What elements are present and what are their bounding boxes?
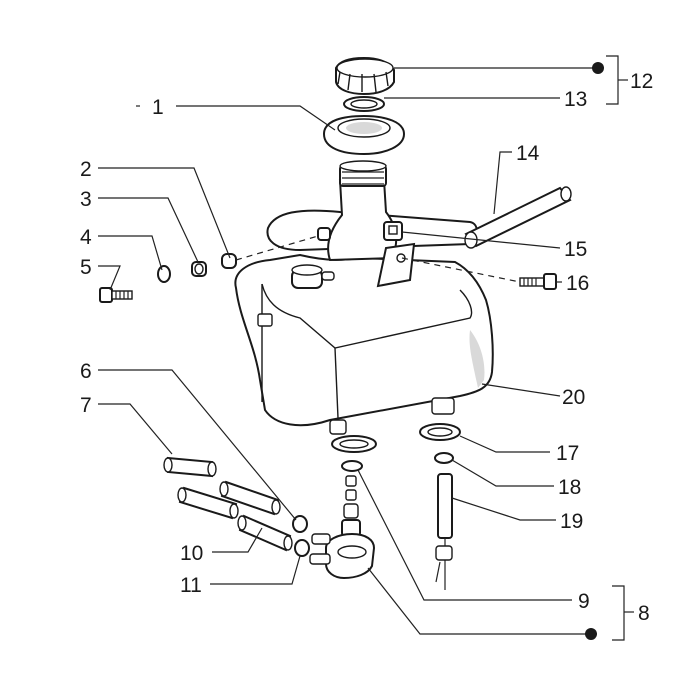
callout-11: 11 [180, 574, 202, 597]
callout-13: 13 [564, 88, 587, 111]
callout-9: 9 [578, 590, 590, 613]
callout-labels: 1 2 3 4 5 6 7 8 9 10 11 12 13 14 15 16 1… [80, 70, 653, 625]
mounting-bracket [376, 242, 416, 288]
callout-4: 4 [80, 226, 92, 249]
clip-15 [383, 221, 403, 241]
reference-dot-12 [592, 62, 604, 74]
vent-nipple [291, 264, 335, 289]
left-fasteners [99, 227, 331, 303]
callout-17: 17 [556, 442, 579, 465]
cap-seal [343, 96, 385, 112]
callout-7: 7 [80, 394, 92, 417]
callout-6: 6 [80, 360, 92, 383]
reference-dot-8 [585, 628, 597, 640]
bolt-16 [519, 273, 557, 290]
callout-12: 12 [630, 70, 653, 93]
callout-2: 2 [80, 158, 92, 181]
hose-clamps [292, 515, 310, 557]
filler-gasket [322, 114, 406, 156]
level-sender [419, 423, 461, 590]
callout-20: 20 [562, 386, 585, 409]
callout-18: 18 [558, 476, 581, 499]
filler-neck [327, 160, 398, 262]
vent-hose [464, 186, 572, 249]
callout-19: 19 [560, 510, 583, 533]
fuel-cap [335, 56, 395, 96]
callout-10: 10 [180, 542, 203, 565]
callout-3: 3 [80, 188, 92, 211]
fuel-hoses [163, 456, 293, 552]
callout-15: 15 [564, 238, 587, 261]
leader-lines [98, 55, 634, 641]
callout-16: 16 [566, 272, 589, 295]
callout-1: 1 [152, 96, 164, 119]
callout-5: 5 [80, 256, 92, 279]
callout-14: 14 [516, 142, 540, 165]
callout-8: 8 [638, 602, 650, 625]
fuel-tap-assembly [309, 435, 377, 580]
